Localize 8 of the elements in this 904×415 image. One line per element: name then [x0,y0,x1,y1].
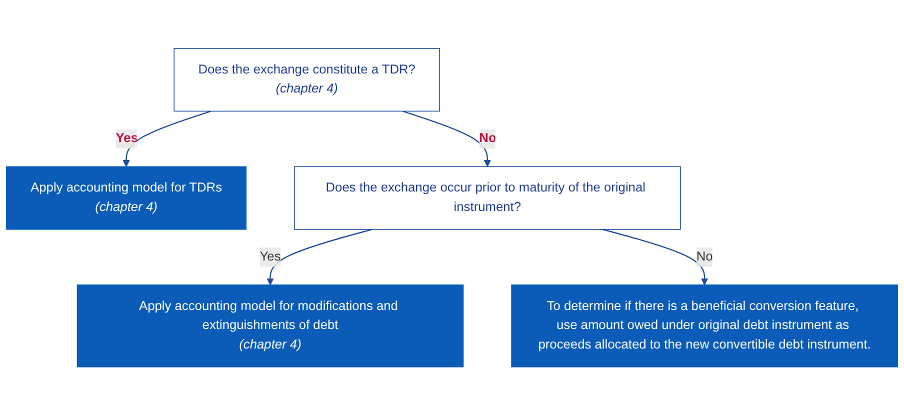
node-box: Does the exchange constitute a TDR? (chapter 4) [174,48,440,112]
node-box: Apply accounting model for TDRs (chapter 4) [6,166,247,230]
edge-label: No [479,132,496,146]
edge-label: No [696,250,713,264]
node-box: Does the exchange occur prior to maturity of the original instrument? [294,166,681,230]
node-box: To determine if there is a beneficial conversion feature, use amount owed under original debt instrument as proceeds allocated to the new convertible debt instrument. [511,284,898,368]
edge-label: Yes [260,250,281,264]
node-box: Apply accounting model for modifications and extinguishments of debt (chapter 4) [76,284,464,368]
